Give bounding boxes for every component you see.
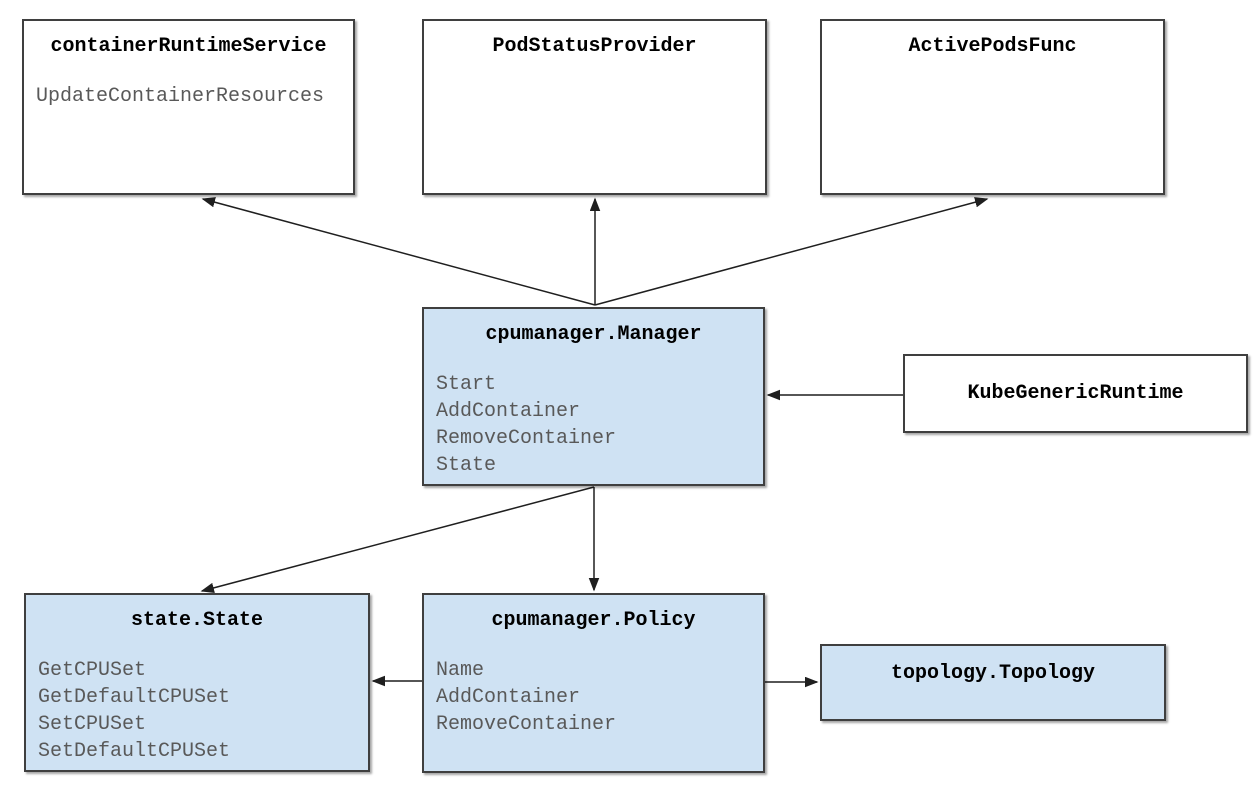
node-topology-topology: topology.Topology [820,644,1166,721]
edge-cpumanager.Manager-to-containerRuntimeService [201,197,596,306]
method-label: RemoveContainer [436,713,617,736]
node-methods: Start AddContainer RemoveContainer State [424,371,763,479]
node-cpumanager-policy: cpumanager.Policy Name AddContainer Remo… [422,593,765,773]
node-title: state.State [130,609,264,632]
method-label: Name [436,659,485,682]
node-methods: UpdateContainerResources [24,83,353,110]
node-state-state: state.State GetCPUSet GetDefaultCPUSet S… [24,593,370,772]
node-title: topology.Topology [890,662,1096,685]
edge-cpumanager.Manager-to-state.State [200,486,595,593]
node-methods: Name AddContainer RemoveContainer [424,657,763,738]
method-label: UpdateContainerResources [36,85,325,108]
method-label: State [436,454,497,477]
method-label: GetCPUSet [38,659,147,682]
node-container-runtime-service: containerRuntimeService UpdateContainerR… [22,19,355,195]
node-title: KubeGenericRuntime [967,382,1184,405]
method-label: Start [436,373,497,396]
method-label: GetDefaultCPUSet [38,686,231,709]
method-label: SetDefaultCPUSet [38,740,231,763]
node-title: cpumanager.Policy [491,609,696,632]
method-label: AddContainer [436,400,581,423]
method-label: RemoveContainer [436,427,617,450]
node-methods: GetCPUSet GetDefaultCPUSet SetCPUSet Set… [26,657,368,765]
node-active-pods-func: ActivePodsFunc [820,19,1165,195]
node-title: ActivePodsFunc [908,35,1077,58]
node-title: cpumanager.Manager [485,323,702,346]
edge-cpumanager.Manager-to-ActivePodsFunc [594,197,989,306]
node-title: PodStatusProvider [492,35,697,58]
node-kube-generic-runtime: KubeGenericRuntime [903,354,1248,433]
node-pod-status-provider: PodStatusProvider [422,19,767,195]
node-cpumanager-manager: cpumanager.Manager Start AddContainer Re… [422,307,765,486]
method-label: AddContainer [436,686,581,709]
node-title: containerRuntimeService [50,35,327,58]
method-label: SetCPUSet [38,713,147,736]
